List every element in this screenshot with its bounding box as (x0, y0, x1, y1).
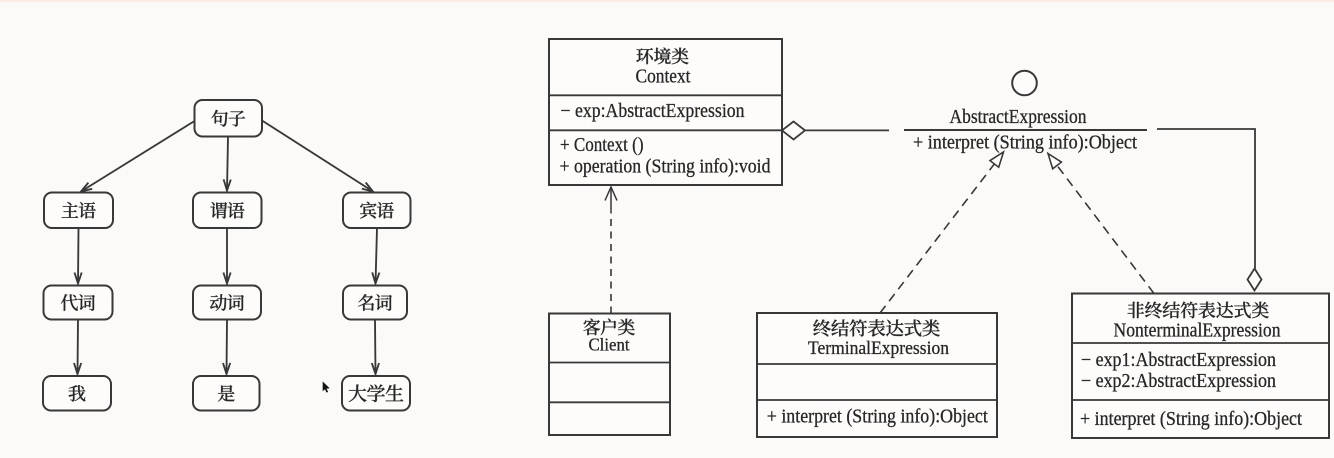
svg-text:TerminalExpression: TerminalExpression (808, 338, 949, 359)
svg-text:− exp2:AbstractExpression: − exp2:AbstractExpression (1081, 370, 1276, 392)
svg-text:NonterminalExpression: NonterminalExpression (1114, 320, 1281, 342)
svg-text:+ operation (String info):void: + operation (String info):void (560, 156, 771, 178)
svg-text:+ Context (): + Context () (560, 134, 644, 156)
svg-text:AbstractExpression: AbstractExpression (950, 106, 1087, 128)
svg-text:+ interpret (String info):Obje: + interpret (String info):Object (1080, 408, 1302, 430)
svg-text:Client: Client (589, 335, 630, 355)
svg-text:Context: Context (636, 66, 691, 88)
svg-text:− exp:AbstractExpression: − exp:AbstractExpression (561, 100, 745, 122)
svg-text:− exp1:AbstractExpression: − exp1:AbstractExpression (1081, 349, 1276, 371)
svg-text:+ interpret (String info):Obje: + interpret (String info):Object (913, 132, 1137, 154)
svg-text:+ interpret (String info):Obje: + interpret (String info):Object (767, 405, 988, 427)
